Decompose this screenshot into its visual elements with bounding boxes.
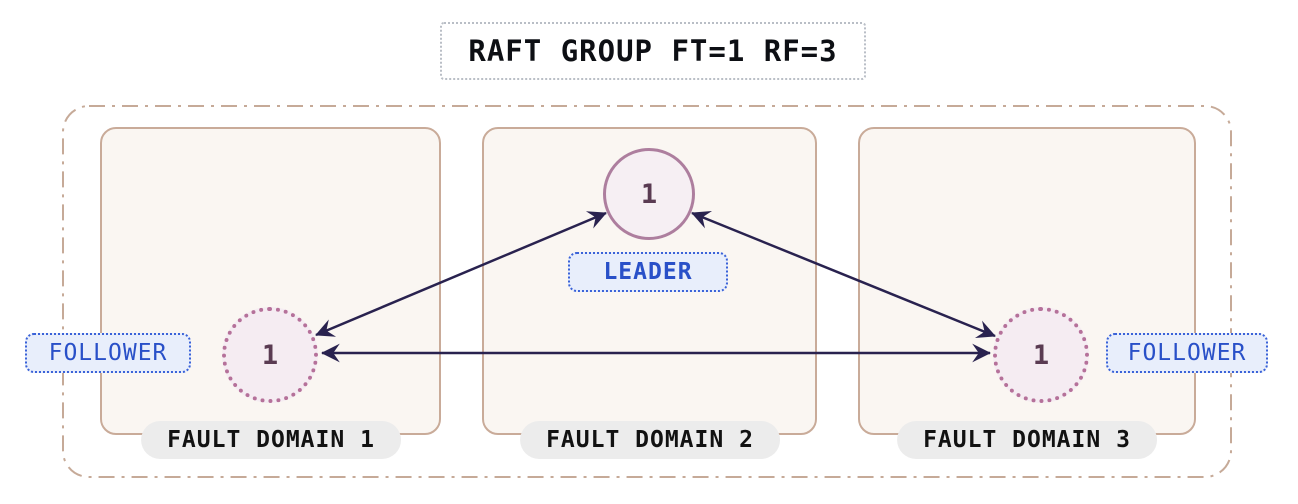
follower-role-label-fd3: FOLLOWER <box>1106 333 1268 373</box>
follower-node-circle-fd1: 1 <box>222 307 318 403</box>
leader-role-label: LEADER <box>568 252 728 292</box>
follower-role-label-fd1: FOLLOWER <box>25 333 191 373</box>
fault-domain-1-label: FAULT DOMAIN 1 <box>141 421 401 459</box>
follower-node-circle-fd3: 1 <box>993 307 1089 403</box>
diagram-title: RAFT GROUP FT=1 RF=3 <box>440 22 866 80</box>
leader-node-circle: 1 <box>603 148 695 240</box>
fault-domain-3-label: FAULT DOMAIN 3 <box>897 421 1157 459</box>
fault-domain-2-label: FAULT DOMAIN 2 <box>520 421 780 459</box>
